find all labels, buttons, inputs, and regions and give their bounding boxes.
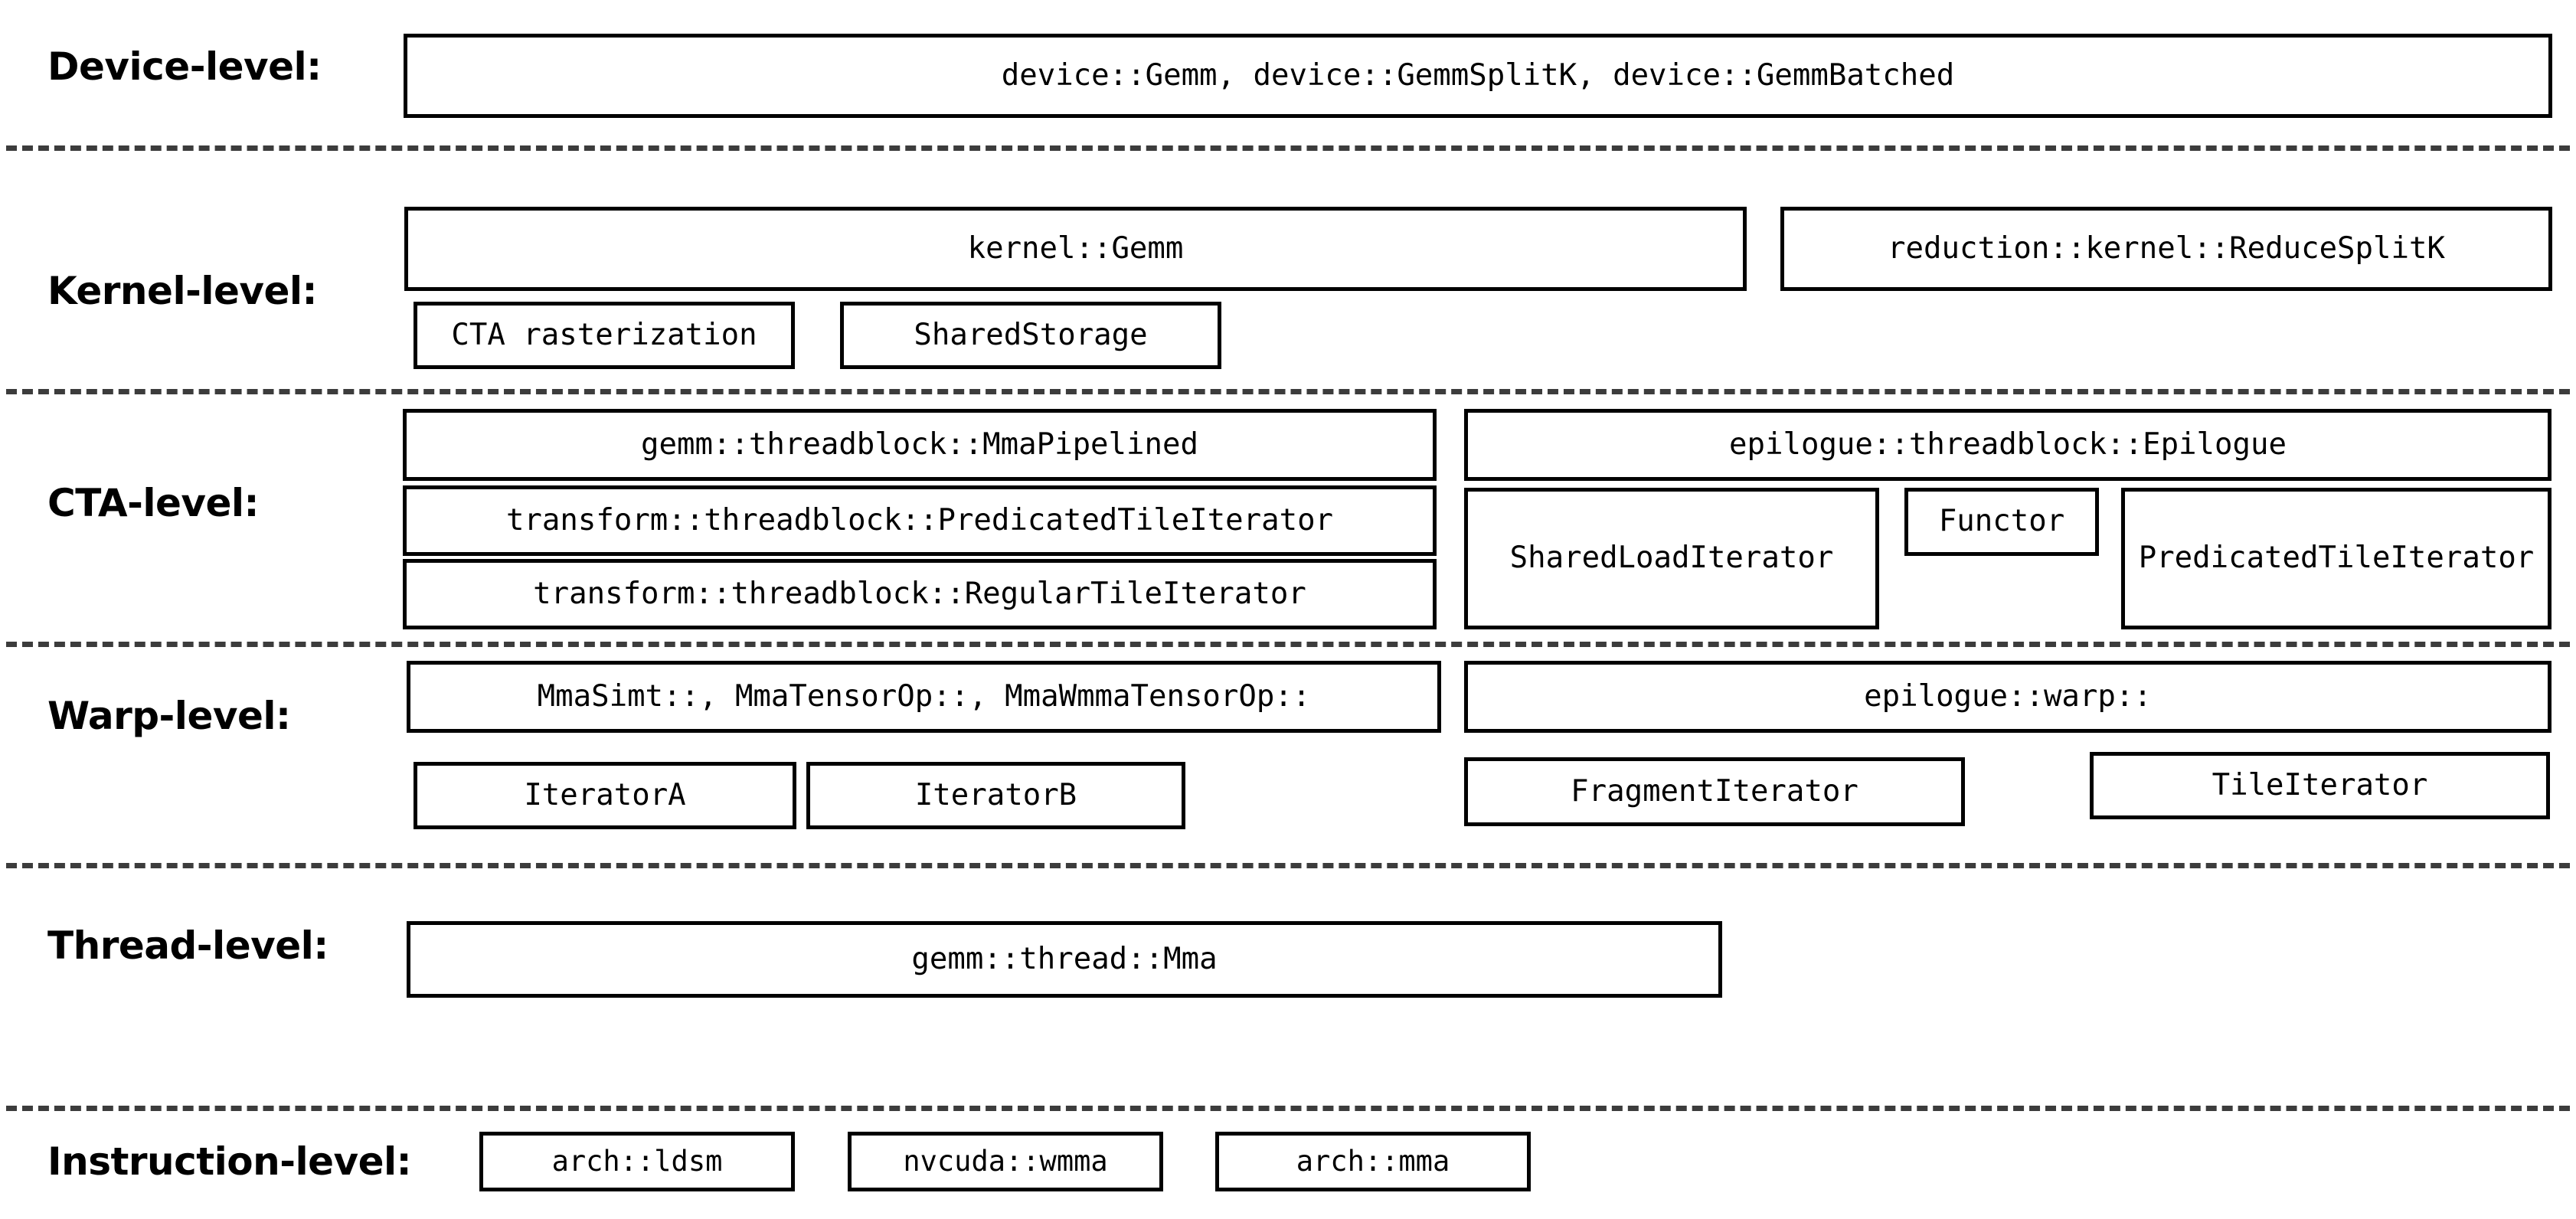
box-iterator-a-text: IteratorA [524, 777, 686, 812]
box-shared-storage: SharedStorage [840, 302, 1221, 369]
box-gemm-threadblock-mmapipelined: gemm::threadblock::MmaPipelined [403, 409, 1437, 481]
box-cta-rasterization: CTA rasterization [414, 302, 795, 369]
box-predicated-tile-iterator-text: PredicatedTileIterator [2138, 541, 2535, 576]
box-arch-ldsm: arch::ldsm [479, 1132, 795, 1191]
box-gemm-threadblock-mmapipelined-text: gemm::threadblock::MmaPipelined [641, 426, 1198, 462]
box-kernel-gemm-text: kernel::Gemm [967, 230, 1184, 266]
box-tile-iterator-text: TileIterator [2212, 767, 2428, 802]
box-shared-storage-text: SharedStorage [914, 317, 1148, 352]
divider-after-device [6, 145, 2570, 151]
box-device-gemm: device::Gemm, device::GemmSplitK, device… [404, 34, 2552, 118]
level-label-warp: Warp-level: [47, 694, 291, 738]
box-gemm-thread-mma-text: gemm::thread::Mma [911, 941, 1218, 976]
box-arch-mma-text: arch::mma [1296, 1144, 1450, 1178]
box-nvcuda-wmma-text: nvcuda::wmma [903, 1144, 1108, 1178]
box-mma-ops: MmaSimt::, MmaTensorOp::, MmaWmmaTensorO… [407, 661, 1441, 733]
box-gemm-thread-mma: gemm::thread::Mma [407, 921, 1722, 998]
box-iterator-a: IteratorA [414, 762, 796, 829]
box-predicated-tile-iterator: PredicatedTileIterator [2121, 488, 2551, 629]
box-functor-text: Functor [1938, 504, 2065, 539]
box-arch-ldsm-text: arch::ldsm [551, 1144, 723, 1178]
divider-after-kernel [6, 389, 2570, 394]
box-epilogue-warp: epilogue::warp:: [1464, 661, 2551, 733]
box-epilogue-warp-text: epilogue::warp:: [1864, 678, 2152, 714]
level-label-thread: Thread-level: [47, 923, 329, 968]
box-nvcuda-wmma: nvcuda::wmma [848, 1132, 1163, 1191]
level-label-cta: CTA-level: [47, 481, 260, 525]
box-transform-threadblock-predicatedtileiterator: transform::threadblock::PredicatedTileIt… [403, 485, 1437, 556]
box-iterator-b: IteratorB [806, 762, 1185, 829]
level-label-device: Device-level: [47, 44, 322, 89]
level-label-instruction: Instruction-level: [47, 1139, 412, 1184]
box-transform-threadblock-regulartileiterator-text: transform::threadblock::RegularTileItera… [533, 576, 1306, 611]
box-arch-mma: arch::mma [1215, 1132, 1531, 1191]
box-fragment-iterator-text: FragmentIterator [1571, 773, 1858, 809]
box-kernel-gemm: kernel::Gemm [404, 207, 1747, 291]
divider-after-warp [6, 863, 2570, 868]
box-epilogue-threadblock-epilogue: epilogue::threadblock::Epilogue [1464, 409, 2551, 481]
divider-after-thread [6, 1106, 2570, 1111]
box-reduction-kernel-reducesplitk-text: reduction::kernel::ReduceSplitK [1888, 230, 2445, 266]
box-functor: Functor [1904, 488, 2099, 556]
box-iterator-b-text: IteratorB [914, 777, 1077, 812]
divider-after-cta [6, 642, 2570, 647]
box-shared-load-iterator-text: SharedLoadIterator [1509, 541, 1834, 576]
box-fragment-iterator: FragmentIterator [1464, 757, 1965, 826]
box-mma-ops-text: MmaSimt::, MmaTensorOp::, MmaWmmaTensorO… [537, 678, 1311, 714]
box-device-gemm-text: device::Gemm, device::GemmSplitK, device… [1001, 57, 1955, 93]
box-transform-threadblock-regulartileiterator: transform::threadblock::RegularTileItera… [403, 559, 1437, 629]
box-reduction-kernel-reducesplitk: reduction::kernel::ReduceSplitK [1780, 207, 2552, 291]
level-label-kernel: Kernel-level: [47, 269, 318, 313]
box-transform-threadblock-predicatedtileiterator-text: transform::threadblock::PredicatedTileIt… [505, 502, 1334, 538]
box-epilogue-threadblock-epilogue-text: epilogue::threadblock::Epilogue [1729, 426, 2287, 462]
box-shared-load-iterator: SharedLoadIterator [1464, 488, 1879, 629]
box-tile-iterator: TileIterator [2090, 752, 2550, 819]
box-cta-rasterization-text: CTA rasterization [451, 317, 757, 352]
